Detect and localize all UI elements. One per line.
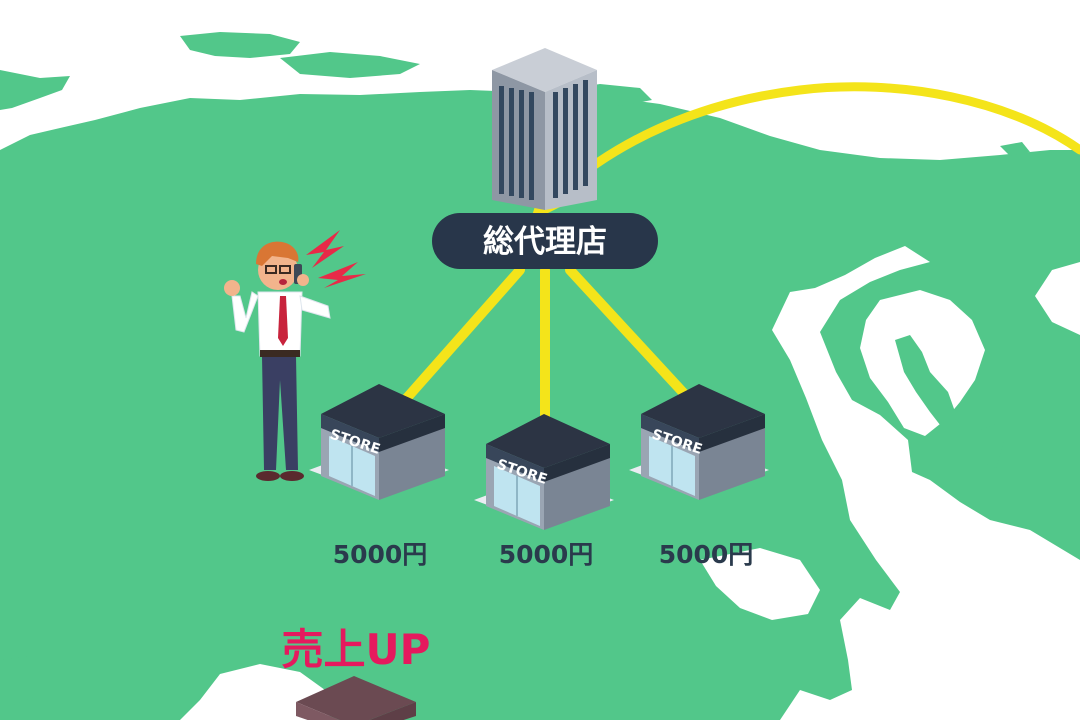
businessman-on-phone-icon <box>224 241 331 481</box>
bottom-store <box>296 676 416 720</box>
map-sea-gulf <box>700 548 820 620</box>
lightning-alert-icon <box>306 230 366 288</box>
map-island-north-2 <box>280 52 420 78</box>
store-1: STORE <box>309 384 449 500</box>
store-building-icon <box>474 414 614 530</box>
office-building-icon <box>492 48 597 210</box>
hq-label-pill <box>432 213 658 269</box>
sales-up-label: 売上UP <box>282 625 431 674</box>
hq-label: 総代理店 <box>432 213 658 269</box>
store-2: STORE <box>474 414 614 530</box>
store-3: STORE <box>629 384 769 500</box>
store-building-icon <box>629 384 769 500</box>
map-peninsula <box>895 335 958 430</box>
store-3-price: 5000円 <box>659 540 754 569</box>
map-island-north-4 <box>1000 142 1030 156</box>
map-island-east <box>980 424 1004 468</box>
store-building-icon <box>296 676 416 720</box>
store-1-price: 5000円 <box>333 540 428 569</box>
map-island-north-1 <box>180 32 300 58</box>
link-line-store-3 <box>565 265 695 405</box>
link-line-store-1 <box>393 265 525 413</box>
connection-lines <box>393 265 695 433</box>
store-2-price: 5000円 <box>499 540 594 569</box>
store-building-icon <box>309 384 449 500</box>
map-island-southwest <box>0 656 46 706</box>
hq-label-text: 総代理店 <box>483 224 607 260</box>
incoming-arrow-curve <box>557 82 1080 195</box>
